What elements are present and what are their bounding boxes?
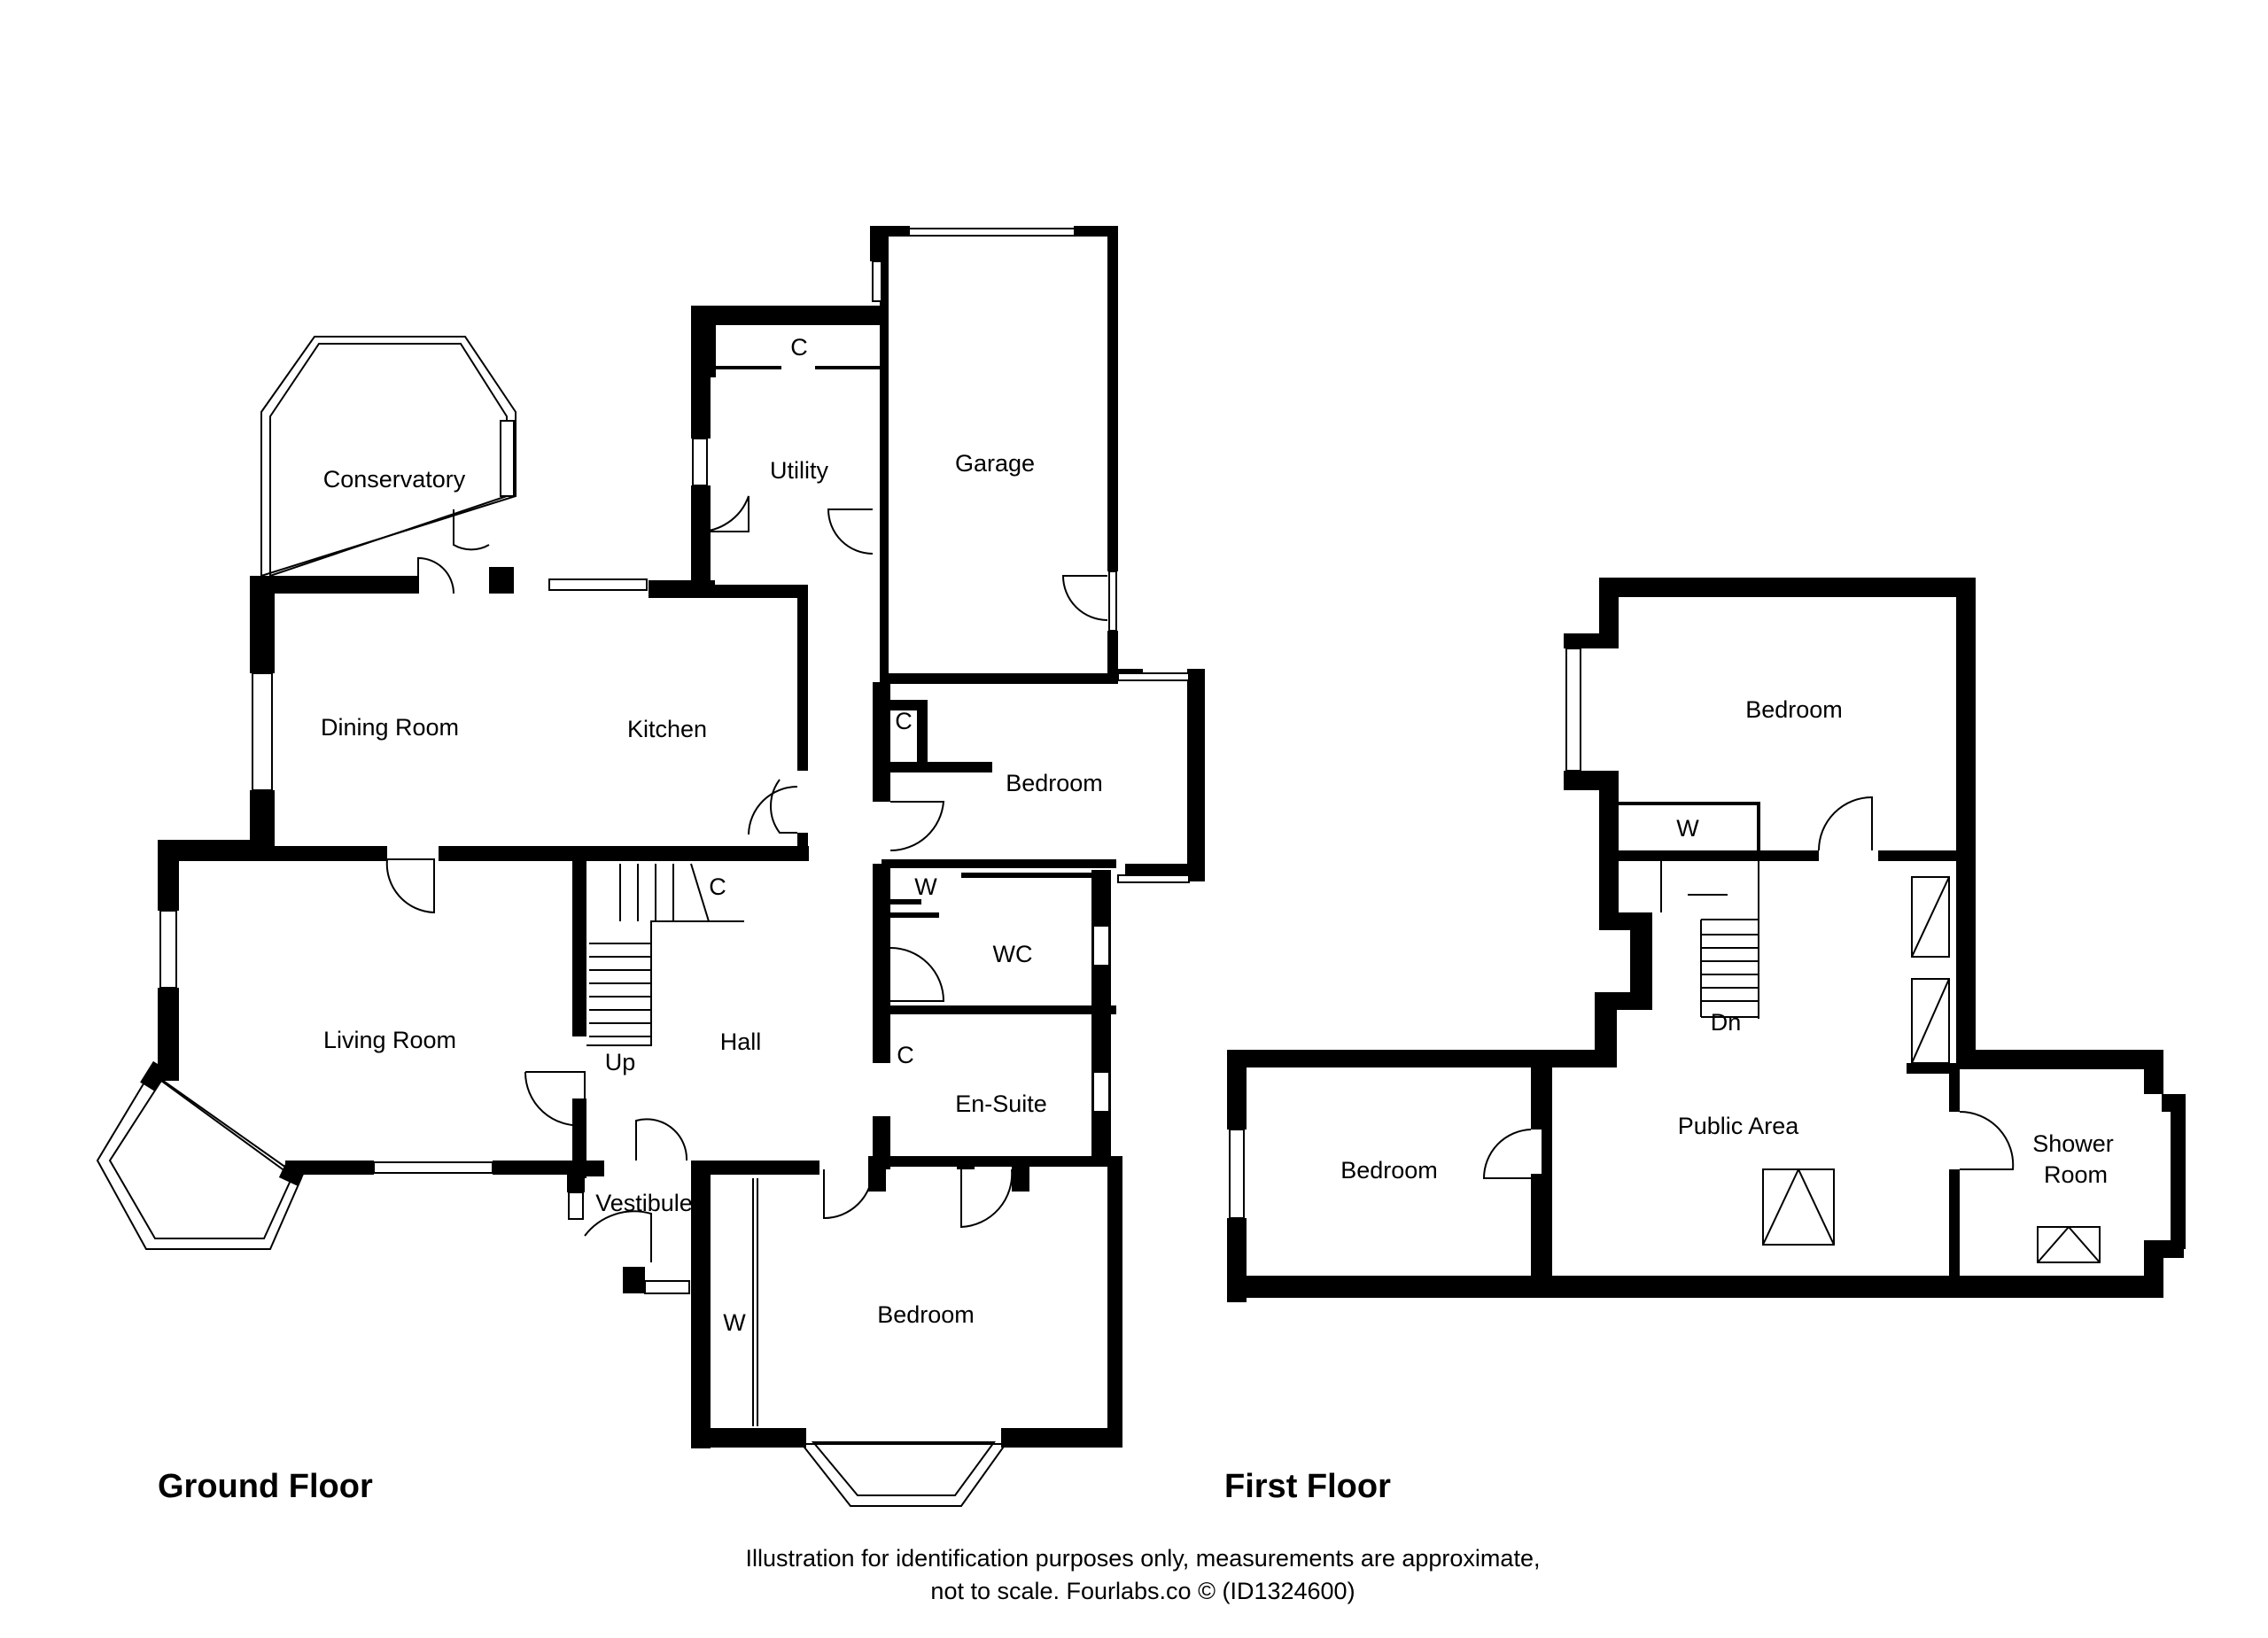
cupboard-label: C [790, 334, 808, 361]
room-label-conservatory: Conservatory [323, 466, 466, 493]
ground-floor-labels: Conservatory Utility Garage Dining Room … [158, 334, 1103, 1505]
room-label-shower-room: Shower [2032, 1130, 2114, 1157]
room-label-wc: WC [993, 941, 1033, 967]
room-label-public-area: Public Area [1678, 1113, 1800, 1139]
disclaimer-line-2: not to scale. Fourlabs.co © (ID1324600) [930, 1578, 1355, 1604]
first-floor-windows [1229, 648, 2101, 1263]
ground-floor-windows [96, 228, 1190, 1507]
first-floor-walls [1227, 578, 2186, 1302]
cupboard-label: C [897, 1042, 914, 1068]
disclaimer-line-1: Illustration for identification purposes… [746, 1545, 1541, 1572]
first-floor-labels: Bedroom Bedroom Public Area Shower Room … [1224, 696, 2114, 1505]
stairs-down-label: Dn [1711, 1009, 1742, 1036]
stairs-up-label: Up [605, 1049, 636, 1075]
cupboard-label: C [895, 708, 913, 734]
room-label-bedroom: Bedroom [877, 1301, 975, 1328]
room-label-bedroom: Bedroom [1006, 770, 1103, 796]
room-label-hall: Hall [720, 1029, 762, 1055]
disclaimer: Illustration for identification purposes… [746, 1545, 1541, 1604]
ground-floor-doors [385, 495, 1108, 1262]
room-label-bedroom: Bedroom [1340, 1157, 1438, 1184]
room-label-living-room: Living Room [323, 1027, 456, 1053]
room-label-shower-room: Room [2044, 1161, 2108, 1188]
room-label-bedroom: Bedroom [1745, 696, 1843, 723]
floor-title-ground: Ground Floor [158, 1468, 373, 1505]
room-label-dining-room: Dining Room [321, 714, 459, 741]
ground-stairs [586, 863, 758, 1426]
wardrobe-label: W [723, 1309, 746, 1336]
first-floor-stairs [1660, 861, 1759, 1019]
first-floor-doors [1482, 796, 2015, 1179]
room-label-en-suite: En-Suite [955, 1091, 1047, 1117]
room-label-utility: Utility [770, 457, 828, 484]
room-label-kitchen: Kitchen [627, 716, 707, 742]
cupboard-label: C [709, 873, 726, 900]
ground-floor-walls [158, 226, 1205, 1448]
floor-title-first: First Floor [1224, 1468, 1391, 1505]
room-label-vestibule: Vestibule [595, 1190, 693, 1216]
wardrobe-label: W [914, 873, 937, 900]
room-label-garage: Garage [955, 450, 1035, 477]
wardrobe-label: W [1676, 815, 1699, 842]
